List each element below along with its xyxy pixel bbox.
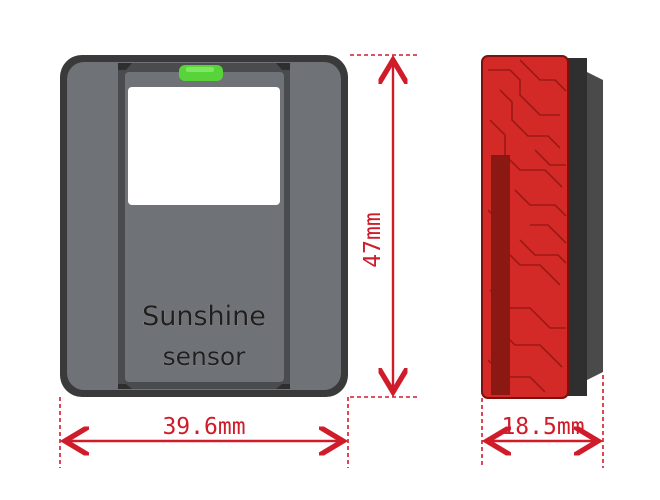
device-label-line1: Sunshine — [142, 301, 266, 332]
width-label: 39.6mm — [162, 414, 245, 440]
side-back-plate — [565, 58, 587, 396]
device-label-line2: sensor — [163, 342, 247, 371]
side-circuit-pattern — [487, 59, 567, 393]
side-edge-shade — [481, 55, 569, 399]
side-view — [481, 55, 603, 399]
side-back-cap — [587, 72, 603, 380]
front-notch-top-right — [276, 63, 290, 70]
front-notch-top-left — [118, 63, 132, 70]
depth-label: 18.5mm — [501, 414, 584, 440]
height-label: 47mm — [360, 212, 386, 267]
dimension-lines — [59, 54, 604, 468]
led-highlight — [186, 67, 214, 72]
front-view: Sunshine sensor — [60, 55, 348, 397]
front-notch-bottom-left — [118, 384, 132, 389]
sensor-window — [128, 87, 280, 205]
side-dark-strip — [491, 155, 510, 395]
front-notch-bottom-right — [276, 384, 290, 389]
